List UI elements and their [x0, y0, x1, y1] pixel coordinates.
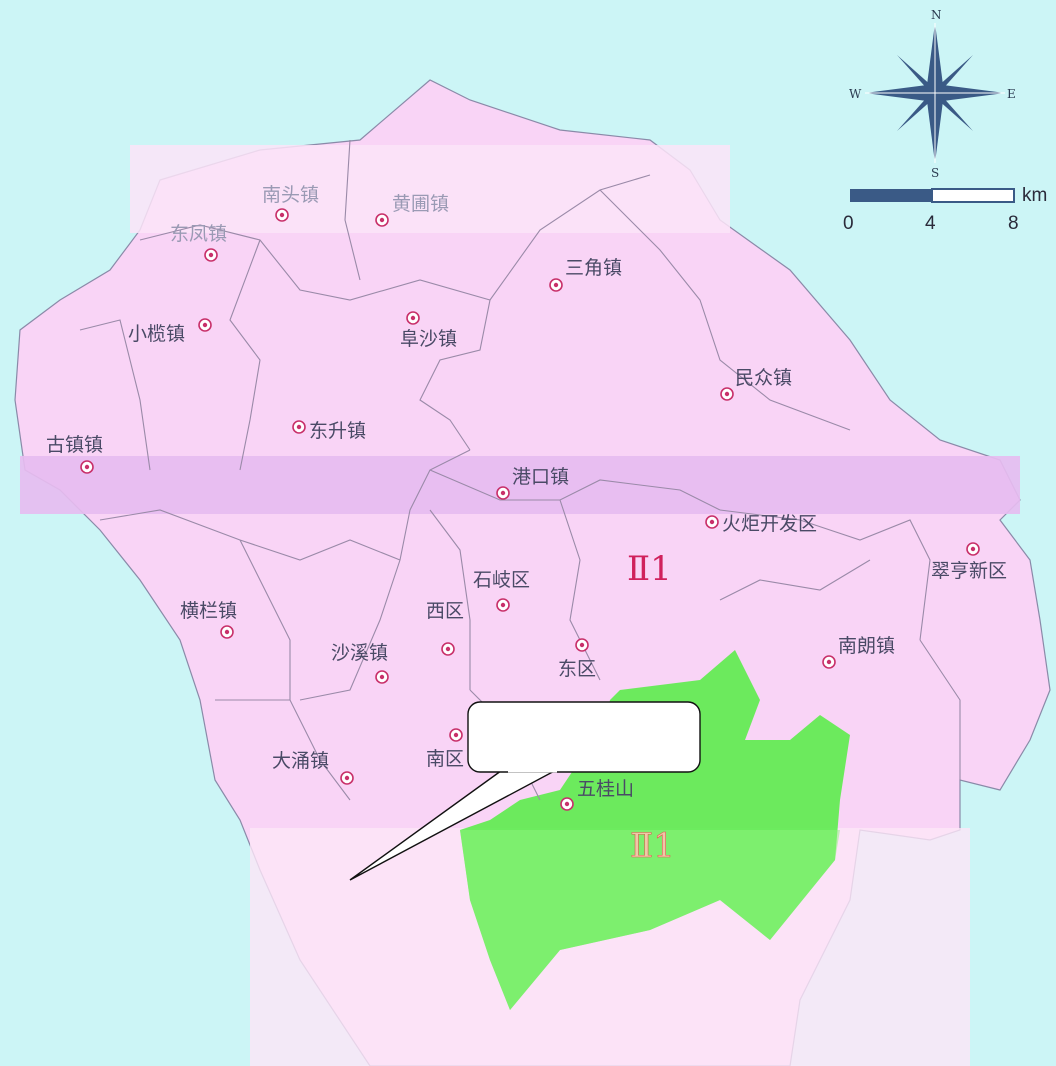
scale-bar: 0 4 8 km: [843, 185, 1047, 234]
highlight-band: [20, 456, 1020, 514]
scale-tick-8: 8: [1008, 213, 1019, 234]
town-huoju[interactable]: 火炬开发区: [705, 513, 817, 535]
town-huangpu-label: 黄圃镇: [392, 193, 449, 215]
town-nanqu[interactable]: 南区: [426, 728, 464, 770]
town-dongqu[interactable]: 东区: [558, 638, 596, 680]
compass-w-label: W: [849, 87, 862, 101]
town-dayong[interactable]: 大涌镇: [272, 750, 354, 785]
scale-unit: km: [1022, 185, 1047, 206]
town-fusha-label: 阜沙镇: [400, 328, 457, 350]
town-fusha[interactable]: 阜沙镇: [400, 311, 457, 350]
town-minzhong-label: 民众镇: [735, 367, 792, 389]
zone-label-main: Ⅱ1: [627, 549, 672, 589]
town-huoju-label: 火炬开发区: [722, 513, 817, 535]
upper-fade-band: [130, 145, 730, 233]
compass-rose: N S E W: [849, 8, 1016, 180]
town-dongsheng-label: 东升镇: [309, 420, 366, 442]
zone-label-green: Ⅱ1: [630, 826, 675, 866]
town-xiqu-label: 西区: [426, 600, 464, 622]
town-nantou[interactable]: 南头镇: [262, 184, 319, 222]
town-nanqu-label: 南区: [426, 748, 464, 770]
town-nantou-label: 南头镇: [262, 184, 319, 206]
town-guzhen-label: 古镇镇: [46, 434, 103, 456]
town-dongfeng-label: 东凤镇: [170, 223, 227, 245]
town-dongsheng[interactable]: 东升镇: [292, 420, 366, 442]
green-zone-lower: [460, 830, 840, 1010]
town-shiqi-label: 石岐区: [473, 569, 530, 591]
town-xiqu[interactable]: 西区: [426, 600, 464, 656]
town-xiaolan-label: 小榄镇: [128, 323, 185, 345]
town-dayong-label: 大涌镇: [272, 750, 329, 772]
town-gangkou-label: 港口镇: [512, 466, 569, 488]
scale-tick-4: 4: [925, 213, 936, 234]
town-gangkou[interactable]: 港口镇: [496, 466, 569, 500]
town-nanlang[interactable]: 南朗镇: [822, 635, 895, 669]
town-wuguishan[interactable]: 五桂山: [560, 778, 634, 811]
town-nanlang-label: 南朗镇: [838, 635, 895, 657]
town-henglan-label: 横栏镇: [180, 600, 237, 622]
town-henglan[interactable]: 横栏镇: [180, 600, 237, 639]
town-cuiheng-label: 翠亨新区: [931, 560, 1007, 582]
town-sanjiao-label: 三角镇: [565, 257, 622, 279]
town-shaxi[interactable]: 沙溪镇: [331, 642, 389, 684]
scale-tick-0: 0: [843, 213, 854, 234]
town-huangpu[interactable]: 黄圃镇: [375, 193, 449, 227]
town-wuguishan-label: 五桂山: [577, 778, 634, 800]
town-dongqu-label: 东区: [558, 658, 596, 680]
town-minzhong[interactable]: 民众镇: [720, 367, 792, 401]
compass-n-label: N: [931, 8, 942, 22]
town-guzhen[interactable]: 古镇镇: [46, 434, 103, 474]
town-dongfeng[interactable]: 东凤镇: [170, 223, 227, 262]
town-shaxi-label: 沙溪镇: [331, 642, 388, 664]
town-xiaolan[interactable]: 小榄镇: [128, 318, 212, 345]
town-sanjiao[interactable]: 三角镇: [549, 257, 622, 292]
callout-box: [467, 701, 701, 773]
compass-s-label: S: [931, 166, 939, 180]
callout[interactable]: [349, 701, 701, 881]
town-cuiheng[interactable]: 翠亨新区: [931, 542, 1007, 582]
compass-e-label: E: [1007, 87, 1016, 101]
town-shiqi[interactable]: 石岐区: [473, 569, 530, 612]
